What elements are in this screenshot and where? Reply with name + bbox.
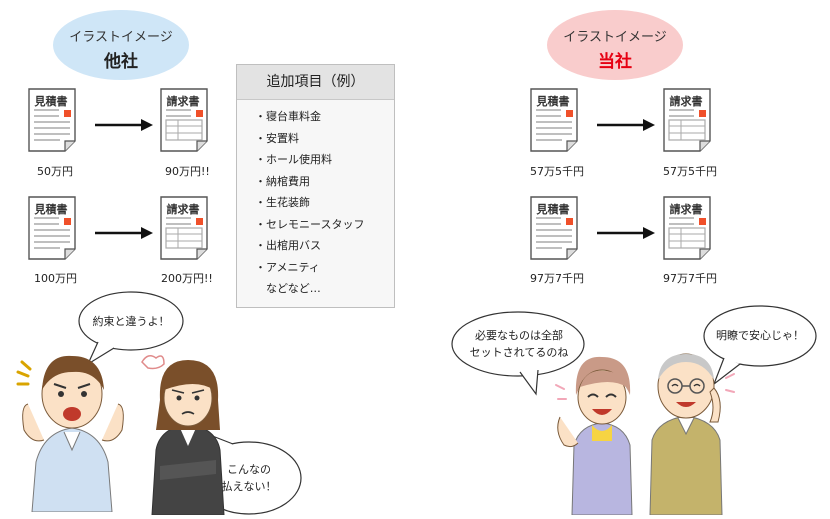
- list-item: ・アメニティ: [255, 260, 320, 274]
- invoice-label: 請求書: [166, 203, 200, 216]
- competitor-title-sub: イラストイメージ: [69, 30, 173, 45]
- arrow-right-icon: [597, 227, 655, 239]
- invoice-price: 97万7千円: [663, 272, 717, 285]
- invoice-document: 請求書: [663, 88, 713, 152]
- happy-man-illustration: [649, 353, 735, 515]
- document-icon: [530, 88, 578, 152]
- angry-woman-illustration: [141, 355, 225, 515]
- speech-bubble: [703, 305, 817, 386]
- document-icon: [28, 196, 76, 260]
- document-icon: [663, 88, 711, 152]
- invoice-label: 請求書: [669, 95, 703, 108]
- invoice-label: 請求書: [166, 95, 200, 108]
- estimate-document: 見積書: [530, 88, 580, 152]
- competitor-title-badge: イラストイメージ 他社: [53, 10, 189, 80]
- invoice-price: 57万5千円: [663, 165, 717, 178]
- speech-line: セットされてるのね: [469, 346, 569, 359]
- list-item: ・生花装飾: [255, 196, 310, 209]
- estimate-label: 見積書: [536, 203, 570, 216]
- list-item: などなど…: [255, 282, 321, 295]
- speech-line: こんなの: [227, 463, 271, 476]
- happy-woman-illustration: [555, 356, 633, 515]
- estimate-price: 57万5千円: [530, 165, 584, 178]
- speech-text: 明瞭で安心じゃ！: [716, 329, 804, 342]
- invoice-price: 200万円!!: [161, 272, 213, 285]
- speech-bubble: [451, 311, 585, 396]
- speech-bubble: [78, 291, 184, 366]
- speech-text: 必要なものは全部 セットされてるのね: [452, 327, 586, 361]
- estimate-label: 見積書: [536, 95, 570, 108]
- invoice-document: 請求書: [663, 196, 713, 260]
- document-icon: [160, 196, 208, 260]
- list-item: ・寝台車料金: [255, 110, 321, 123]
- extra-items-list: ・寝台車料金 ・安置料 ・ホール使用料 ・納棺費用 ・生花装飾 ・セレモニースタ…: [237, 100, 394, 300]
- competitor-title-main: 他社: [104, 52, 138, 72]
- estimate-price: 50万円: [37, 165, 73, 178]
- document-icon: [28, 88, 76, 152]
- arrow-right-icon: [597, 119, 655, 131]
- list-item: ・出棺用バス: [255, 239, 321, 252]
- list-item: ・セレモニースタッフ: [255, 217, 365, 231]
- speech-line: 必要なものは全部: [475, 329, 563, 342]
- speech-text: こんなの 払えない！: [197, 461, 301, 495]
- speech-line: 払えない！: [221, 480, 277, 493]
- document-icon: [663, 196, 711, 260]
- estimate-document: 見積書: [530, 196, 580, 260]
- document-icon: [530, 196, 578, 260]
- invoice-document: 請求書: [160, 88, 210, 152]
- invoice-label: 請求書: [669, 203, 703, 216]
- ours-title-main: 当社: [598, 52, 632, 72]
- estimate-document: 見積書: [28, 196, 78, 260]
- ours-title-badge: イラストイメージ 当社: [547, 10, 683, 80]
- estimate-document: 見積書: [28, 88, 78, 152]
- document-icon: [160, 88, 208, 152]
- ours-title-sub: イラストイメージ: [563, 30, 667, 45]
- angry-man-illustration: [16, 355, 124, 512]
- estimate-price: 97万7千円: [530, 272, 584, 285]
- speech-text: 約束と違うよ！: [92, 315, 170, 328]
- list-item: ・納棺費用: [255, 174, 310, 188]
- invoice-document: 請求書: [160, 196, 210, 260]
- arrow-right-icon: [95, 119, 153, 131]
- extra-items-header: 追加項目（例）: [237, 65, 394, 100]
- list-item: ・安置料: [255, 131, 299, 145]
- invoice-price: 90万円!!: [165, 165, 210, 178]
- list-item: ・ホール使用料: [255, 153, 332, 166]
- estimate-label: 見積書: [34, 95, 68, 108]
- arrow-right-icon: [95, 227, 153, 239]
- estimate-price: 100万円: [34, 272, 77, 285]
- extra-items-panel: 追加項目（例） ・寝台車料金 ・安置料 ・ホール使用料 ・納棺費用 ・生花装飾 …: [236, 64, 395, 308]
- estimate-label: 見積書: [34, 203, 68, 216]
